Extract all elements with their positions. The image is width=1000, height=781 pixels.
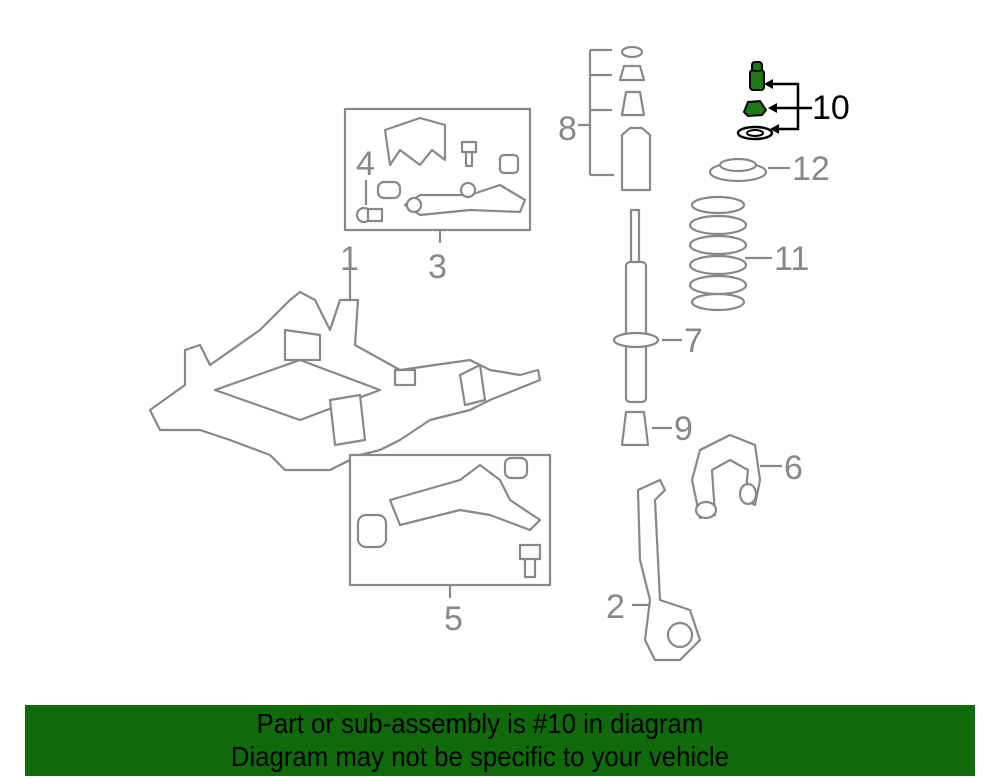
callout-9: 9 [674,410,693,448]
upper-control-arm [690,433,782,520]
steering-knuckle [632,478,702,662]
callout-5: 5 [444,600,463,638]
callout-4: 4 [356,145,375,183]
bump-stop [620,410,672,447]
banner-line-2: Diagram may not be specific to your vehi… [230,741,730,772]
subframe-crossmember [148,250,542,472]
lower-control-arm-group [348,453,552,598]
spring-seat [708,157,790,183]
coil-spring [688,195,772,312]
upper-bracket-group [343,107,532,243]
callout-2: 2 [606,588,625,626]
banner-line-1: Part or sub-assembly is #10 in diagram [256,708,704,739]
callout-6: 6 [784,449,803,487]
callout-7: 7 [684,322,703,360]
callout-12: 12 [792,150,830,188]
strut-mount-components [578,45,652,192]
callout-8: 8 [558,110,577,148]
info-banner: Part or sub-assembly is #10 in diagram D… [25,705,975,776]
highlighted-part-10 [736,61,812,141]
callout-11: 11 [774,240,809,278]
callout-1: 1 [340,240,359,278]
callout-3: 3 [428,248,447,286]
shock-strut [612,208,682,404]
callout-10: 10 [812,89,850,127]
